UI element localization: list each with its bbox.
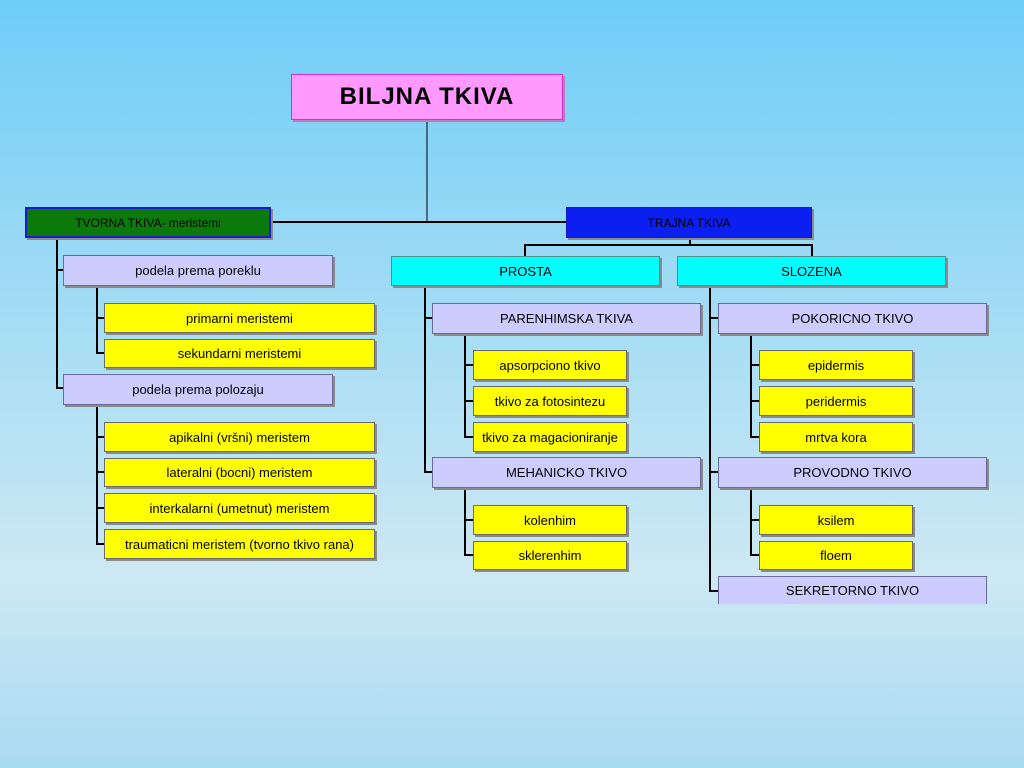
primarni-meristemi-node: primarni meristemi: [104, 303, 375, 333]
kolenhim-node: kolenhim: [473, 505, 627, 535]
mrtva-kora-node: mrtva kora: [759, 422, 913, 452]
podela-poreklo-node: podela prema poreklu: [63, 255, 333, 286]
epidermis-node: epidermis: [759, 350, 913, 380]
prosta-node: PROSTA: [391, 256, 660, 286]
diagram-title: BILJNA TKIVA: [291, 74, 563, 120]
sekundarni-meristemi-node: sekundarni meristemi: [104, 339, 375, 368]
apsorpciono-tkivo-node: apsorpciono tkivo: [473, 350, 627, 380]
floem-node: floem: [759, 541, 913, 570]
podela-polozaj-node: podela prema polozaju: [63, 374, 333, 405]
parenhimska-tkiva-node: PARENHIMSKA TKIVA: [432, 303, 701, 334]
interkalarni-meristem-node: interkalarni (umetnut) meristem: [104, 493, 375, 523]
sklerenhim-node: sklerenhim: [473, 541, 627, 570]
apikalni-meristem-node: apikalni (vršni) meristem: [104, 422, 375, 452]
lateralni-meristem-node: lateralni (bocni) meristem: [104, 458, 375, 487]
trajna-tkiva-node: TRAJNA TKIVA: [566, 207, 812, 238]
provodno-tkivo-node: PROVODNO TKIVO: [718, 457, 987, 488]
peridermis-node: peridermis: [759, 386, 913, 416]
ksilem-node: ksilem: [759, 505, 913, 535]
tkivo-fotosinteza-node: tkivo za fotosintezu: [473, 386, 627, 416]
slozena-node: SLOZENA: [677, 256, 946, 286]
pokoricno-tkivo-node: POKORICNO TKIVO: [718, 303, 987, 334]
tvorna-tkiva-node: TVORNA TKIVA- meristemi: [25, 207, 271, 238]
traumaticni-meristem-node: traumaticni meristem (tvorno tkivo rana): [104, 529, 375, 559]
tkivo-magacioniranje-node: tkivo za magacioniranje: [473, 422, 627, 452]
mehanicko-tkivo-node: MEHANICKO TKIVO: [432, 457, 701, 488]
sekretorno-tkivo-node: SEKRETORNO TKIVO: [718, 576, 987, 604]
